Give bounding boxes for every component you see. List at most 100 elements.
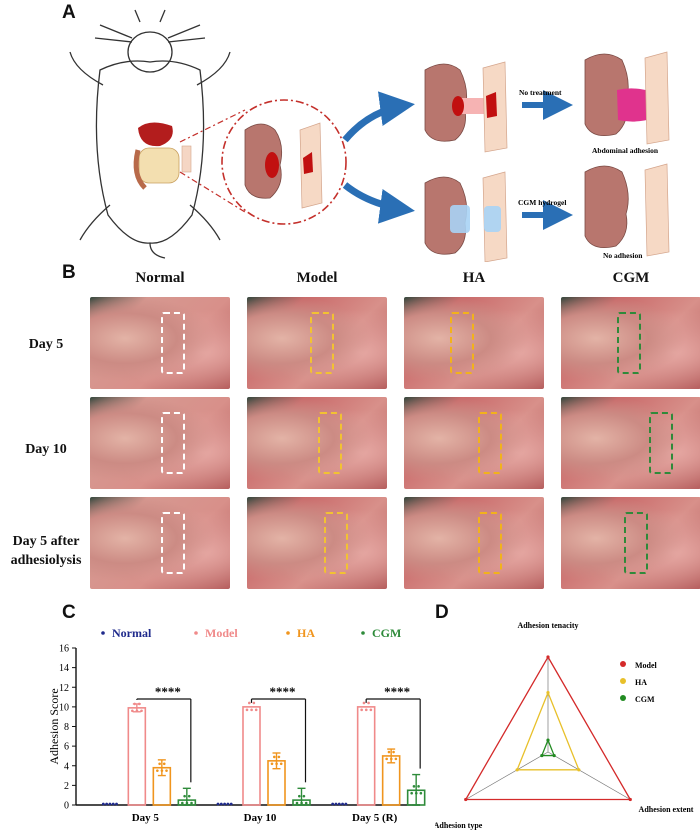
significance-label: **** (270, 684, 296, 699)
photo-normal-row2 (90, 397, 230, 489)
data-point (108, 802, 112, 806)
photo-cgm-row1 (561, 297, 700, 389)
dashed-region-box (478, 412, 502, 474)
data-point (135, 709, 139, 713)
data-point (160, 769, 164, 772)
data-point (131, 709, 134, 713)
data-point (216, 802, 220, 806)
radar-vertex (552, 753, 556, 758)
legend-label-model: Model (205, 626, 238, 640)
data-point (273, 755, 276, 759)
photo-normal-row3 (90, 497, 230, 589)
data-point (394, 757, 398, 761)
bar-model-1 (242, 706, 261, 806)
data-point (270, 762, 274, 766)
legend-marker-normal (101, 631, 105, 635)
data-point (223, 802, 227, 806)
data-point (250, 708, 253, 712)
radar-vertex (546, 691, 550, 695)
data-point (300, 801, 303, 805)
data-point (133, 702, 136, 706)
col-header-normal: Normal (135, 270, 185, 286)
x-category-label: Day 5 (132, 812, 160, 824)
col-header-model: Model (296, 270, 338, 286)
data-point (187, 794, 191, 798)
data-point (302, 794, 306, 798)
data-point (331, 802, 335, 806)
data-point (364, 708, 368, 712)
data-point (410, 791, 413, 795)
col-header-ha: HA (462, 270, 486, 286)
data-point (162, 762, 166, 766)
dashed-region-box (161, 512, 185, 574)
data-point (275, 762, 278, 766)
dashed-region-box (310, 312, 334, 374)
radar-vertex (546, 655, 550, 659)
radar-vertex (577, 768, 581, 772)
row-header-day5-adhesiolysis: Day 5 after adhesiolysis (10, 534, 82, 568)
radar-axis (547, 751, 631, 800)
zoom-tissue (244, 122, 323, 209)
dashed-region-box (318, 412, 342, 474)
data-point (295, 801, 299, 805)
col-header-cgm: CGM (612, 270, 650, 286)
bar-model-0 (127, 707, 147, 806)
data-point (279, 762, 283, 766)
data-point (277, 755, 281, 759)
adhesion-result (584, 51, 670, 145)
data-point (248, 701, 251, 705)
data-point (156, 769, 159, 772)
legend-marker-model (194, 631, 198, 635)
data-point (419, 791, 423, 795)
data-point (360, 708, 363, 712)
photo-normal-row1 (90, 297, 230, 389)
data-point (183, 794, 186, 798)
row-header-day10: Day 10 (25, 442, 67, 457)
injured-tissue-top (424, 61, 508, 153)
legend-label-model: Model (635, 661, 658, 670)
mouse-organs (133, 122, 192, 190)
dashed-region-box (478, 512, 502, 574)
data-point (185, 801, 189, 805)
legend-label-ha: HA (635, 678, 647, 687)
data-point (369, 708, 373, 712)
bar-model-2 (356, 706, 376, 806)
data-point (165, 769, 168, 772)
data-point (412, 785, 416, 788)
dashed-region-box (649, 412, 673, 474)
data-point (337, 802, 341, 806)
legend-marker-cgm (361, 631, 365, 635)
panel-a-schematic: No treatment Abdominal adhesion CGM hydr… (69, 9, 670, 262)
data-point (392, 750, 395, 754)
data-point (137, 702, 141, 706)
radar-polygon-model (464, 655, 632, 801)
legend-label-cgm: CGM (372, 626, 401, 640)
radar-vertex (546, 738, 550, 742)
photo-ha-row2 (404, 397, 544, 489)
data-point (298, 794, 301, 798)
data-point (344, 802, 348, 806)
y-tick-label: 4 (64, 761, 69, 772)
data-point (105, 802, 109, 806)
data-point (111, 802, 115, 806)
photo-model-row3 (247, 497, 387, 589)
cgm-hydrogel-label: CGM hydrogel (518, 198, 566, 207)
data-point (181, 801, 184, 805)
legend-marker-model (620, 661, 626, 667)
legend-label-normal: Normal (112, 626, 152, 640)
legend-label-cgm: CGM (635, 695, 655, 704)
no-adhesion-result (584, 163, 670, 257)
panel-letter-d: D (435, 602, 449, 623)
data-point (190, 801, 193, 805)
radar-axis-label: Adhesion extent (639, 805, 694, 814)
y-tick-label: 14 (59, 663, 69, 674)
radar-axis (465, 751, 549, 800)
data-point (229, 802, 233, 806)
photo-model-row2 (247, 397, 387, 489)
y-tick-label: 2 (64, 781, 69, 792)
data-point (101, 802, 105, 806)
radar-polygon-cgm (540, 738, 556, 757)
significance-label: **** (155, 684, 181, 699)
data-point (140, 709, 143, 713)
